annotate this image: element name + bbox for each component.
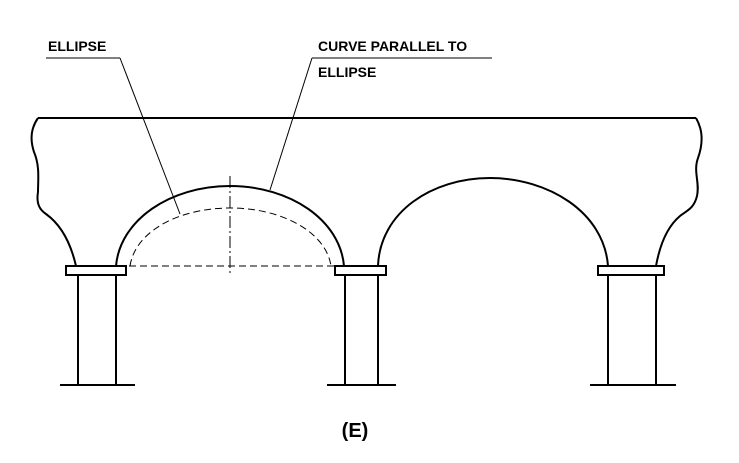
curve-label-line-2: ELLIPSE: [318, 64, 376, 80]
arch-2-curve: [377, 176, 609, 267]
pier-2-capital: [334, 265, 387, 276]
pier-1-shaft: [77, 275, 117, 385]
curve-label-line-1: CURVE PARALLEL TO: [318, 38, 467, 54]
curve-leader-line: [269, 57, 313, 191]
ellipse-leader-line: [119, 57, 181, 215]
beam-right-broken-edge: [655, 117, 703, 267]
ellipse-label: ELLIPSE: [48, 38, 106, 54]
pier-3-shaft: [607, 275, 657, 385]
pier-2-shaft: [344, 275, 379, 385]
figure-caption: (E): [342, 420, 369, 442]
beam-left-broken-edge: [30, 117, 77, 267]
pier-1-capital: [65, 265, 127, 276]
pier-3-capital: [597, 265, 665, 276]
